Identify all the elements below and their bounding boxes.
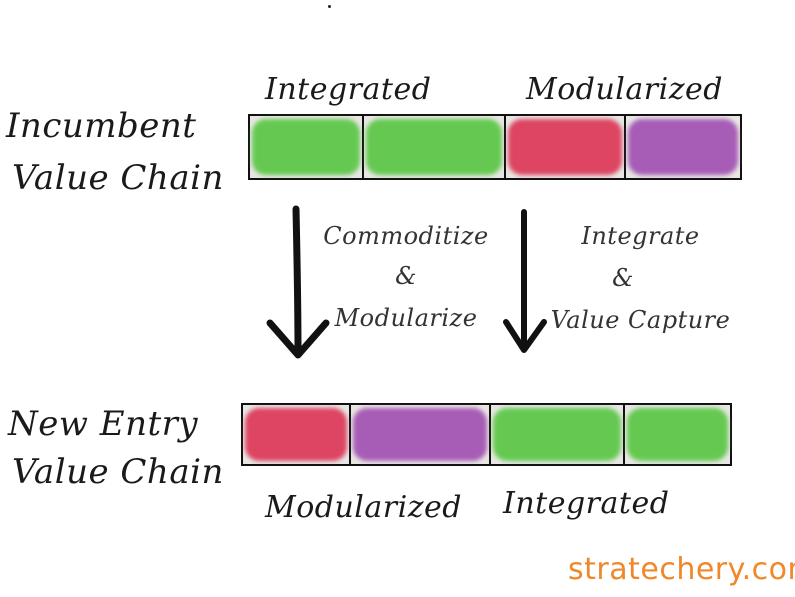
new-entry-label-line1: New Entry — [8, 404, 199, 444]
transition-right-line1: Integrate — [581, 222, 700, 250]
new-entry-modularized-label: Modularized — [265, 490, 462, 525]
down-arrow-left-icon — [266, 205, 330, 359]
transition-left-line3: Modularize — [334, 304, 478, 332]
new-entry-segment-modularized-purple — [349, 405, 489, 464]
incumbent-label-line2: Value Chain — [12, 158, 224, 198]
incumbent-modularized-label: Modularized — [526, 72, 723, 107]
incumbent-segment-modularized-red — [504, 116, 624, 178]
new-entry-segment-integrated-1 — [489, 405, 623, 464]
transition-left-line2: & — [395, 262, 417, 290]
transition-right-line2: & — [612, 264, 634, 292]
new-entry-integrated-label: Integrated — [503, 486, 670, 521]
new-entry-segment-modularized-red — [243, 405, 349, 464]
incumbent-segment-integrated-2 — [362, 116, 504, 178]
new-entry-value-chain-bar — [241, 403, 732, 466]
new-entry-segment-integrated-2 — [623, 405, 730, 464]
incumbent-label-line1: Incumbent — [6, 106, 197, 146]
new-entry-label-line2: Value Chain — [12, 452, 224, 492]
transition-right-line3: Value Capture — [550, 306, 731, 334]
incumbent-segment-integrated-1 — [250, 116, 362, 178]
incumbent-value-chain-bar — [248, 114, 742, 180]
brand-watermark: stratechery.com — [568, 552, 795, 587]
incumbent-integrated-label: Integrated — [265, 72, 432, 107]
stray-dot — [328, 5, 331, 8]
incumbent-segment-modularized-purple — [624, 116, 740, 178]
transition-left-line1: Commoditize — [323, 222, 489, 250]
down-arrow-right-icon — [503, 209, 547, 353]
